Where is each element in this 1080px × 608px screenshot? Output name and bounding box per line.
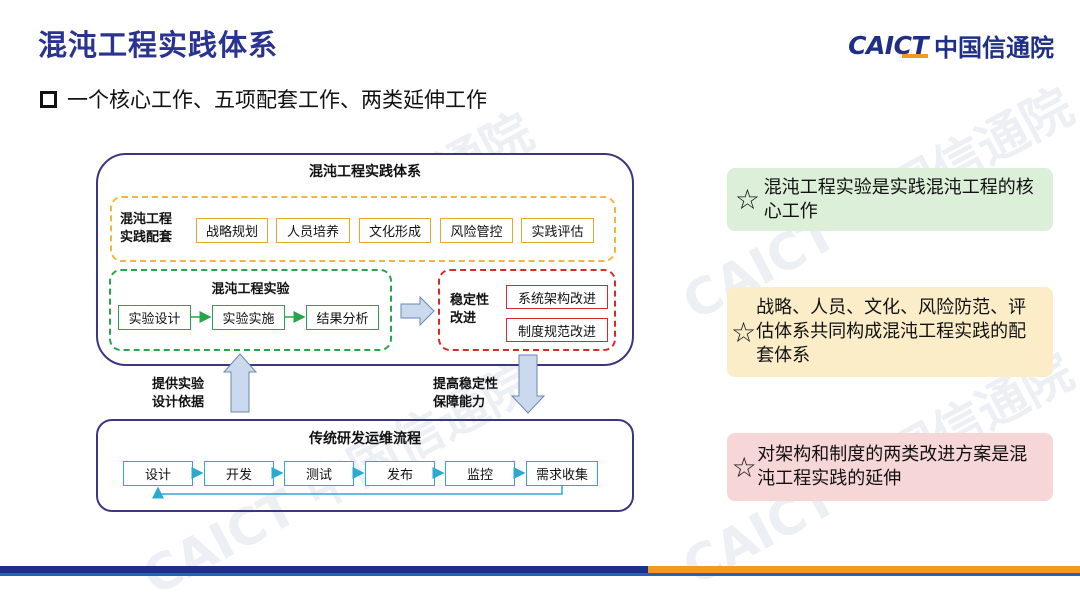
card-text: 对架构和制度的两类改进方案是混沌工程实践的延伸: [757, 444, 1028, 489]
bottom-decor-band: [0, 566, 1080, 573]
arrow-to-stability: [400, 295, 435, 327]
traditional-process-box: [96, 419, 634, 512]
down-arrow-label-line1: 提高稳定性: [433, 377, 499, 392]
stability-box: [438, 269, 616, 351]
star-icon: ☆: [731, 315, 757, 349]
up-arrow-label-line1: 提供实验: [152, 377, 205, 392]
support-item-strategy: 战略规划: [196, 218, 268, 243]
support-work-label: 混沌工程 实践配套: [120, 211, 172, 247]
traditional-item-requirements: 需求收集: [526, 461, 598, 486]
arrow-trad-loop: [152, 486, 563, 499]
card-support-work: ☆ 战略、人员、文化、风险防范、评估体系共同构成混沌工程实践的配套体系: [727, 287, 1053, 377]
subtitle: 一个核心工作、五项配套工作、两类延伸工作: [40, 84, 487, 114]
caict-logo: CAICT 中国信通院: [848, 28, 1054, 63]
support-item-culture: 文化形成: [359, 218, 431, 243]
traditional-item-develop: 开发: [204, 461, 274, 486]
experiment-title: 混沌工程实验: [211, 282, 290, 297]
stability-label-line2: 改进: [450, 311, 477, 326]
card-text: 混沌工程实验是实践混沌工程的核心工作: [763, 176, 1034, 222]
stability-item-regulation: 制度规范改进: [506, 318, 608, 342]
star-icon: ☆: [731, 450, 757, 484]
up-arrow-label: 提供实验 设计依据: [152, 376, 204, 412]
experiment-item-implement: 实验实施: [212, 305, 285, 330]
logo-text-cn: 中国信通院: [934, 34, 1054, 62]
card-extension-work: ☆ 对架构和制度的两类改进方案是混沌工程实践的延伸: [727, 433, 1053, 501]
stability-label-line1: 稳定性: [450, 293, 490, 308]
support-item-personnel: 人员培养: [276, 218, 350, 243]
experiment-item-analysis: 结果分析: [306, 305, 379, 330]
traditional-item-design: 设计: [123, 461, 193, 486]
logo-text-en: CAICT: [848, 31, 928, 60]
down-arrow-label-line2: 保障能力: [433, 395, 486, 410]
experiment-item-design: 实验设计: [118, 305, 191, 330]
up-arrow-label-line2: 设计依据: [152, 395, 205, 410]
square-bullet-icon: [40, 90, 57, 108]
page-title: 混沌工程实践体系: [38, 28, 279, 62]
traditional-process-title: 传统研发运维流程: [309, 431, 421, 447]
support-item-evaluation: 实践评估: [521, 218, 594, 243]
experiment-box: [109, 269, 392, 351]
support-work-box: [110, 196, 616, 262]
up-arrow: [222, 353, 258, 413]
card-text: 战略、人员、文化、风险防范、评估体系共同构成混沌工程实践的配套体系: [756, 297, 1027, 366]
support-label-line1: 混沌工程: [120, 212, 173, 227]
stability-label: 稳定性 改进: [450, 292, 489, 328]
star-icon: ☆: [734, 183, 760, 216]
traditional-item-test: 测试: [284, 461, 354, 486]
card-core-work: ☆ 混沌工程实验是实践混沌工程的核心工作: [727, 168, 1053, 231]
bottom-decor-line: [0, 573, 1080, 576]
practice-system-title: 混沌工程实践体系: [309, 164, 421, 180]
support-item-risk: 风险管控: [440, 218, 513, 243]
subtitle-text: 一个核心工作、五项配套工作、两类延伸工作: [67, 88, 487, 112]
support-label-line2: 实践配套: [120, 230, 173, 245]
down-arrow-label: 提高稳定性 保障能力: [433, 376, 498, 412]
down-arrow: [510, 354, 546, 414]
stability-item-architecture: 系统架构改进: [506, 285, 608, 309]
